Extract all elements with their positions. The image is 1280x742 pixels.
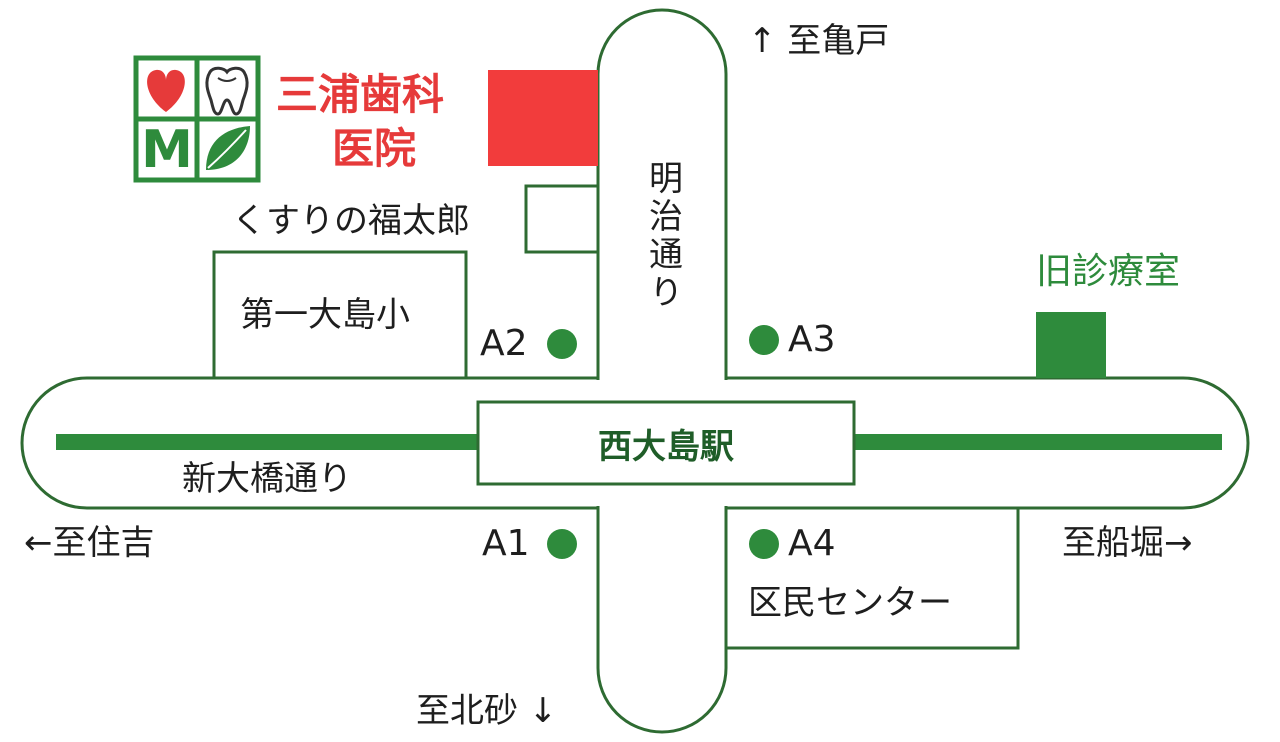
old-clinic-building (1036, 312, 1106, 378)
school-building (212, 250, 468, 380)
exit-a3-dot (749, 325, 779, 355)
rail-line-east (852, 434, 1222, 450)
tooth-icon (205, 66, 249, 116)
pharmacy-building (524, 184, 600, 254)
north-south-road-label: 明治通り (640, 160, 684, 321)
exit-a1-label: A1 (482, 523, 530, 564)
direction-north: ↑ 至亀戸 (748, 21, 890, 61)
clinic-logo-letter: M (141, 120, 193, 180)
station-name: 西大島駅 (598, 426, 734, 467)
clinic-logo (133, 55, 261, 183)
rail-line-west (56, 434, 480, 450)
clinic-building (488, 70, 598, 166)
exit-a4-label: A4 (788, 523, 836, 564)
direction-south: 至北砂 ↓ (416, 691, 558, 731)
clinic-name-line2: 医院 (332, 124, 417, 173)
north-south-road-text: 明治通り (642, 160, 683, 312)
exit-a4-dot (749, 529, 779, 559)
school-label: 第一大島小 (240, 295, 410, 335)
exit-a1-dot (547, 529, 577, 559)
exit-a2-label: A2 (480, 323, 528, 364)
east-west-road-label: 新大橋通り (182, 459, 352, 499)
exit-a3-label: A3 (788, 319, 836, 360)
clinic-name-line1: 三浦歯科 (276, 70, 445, 119)
heart-icon (147, 69, 185, 112)
community-center-label: 区民センター (748, 583, 952, 623)
pharmacy-label: くすりの福太郎 (232, 201, 470, 241)
community-center-building (724, 506, 1020, 650)
direction-west: ←至住吉 (24, 523, 155, 563)
old-clinic-label: 旧診療室 (1036, 251, 1181, 292)
direction-east: 至船堀→ (1062, 523, 1193, 563)
exit-a2-dot (547, 329, 577, 359)
station-box (476, 400, 856, 486)
